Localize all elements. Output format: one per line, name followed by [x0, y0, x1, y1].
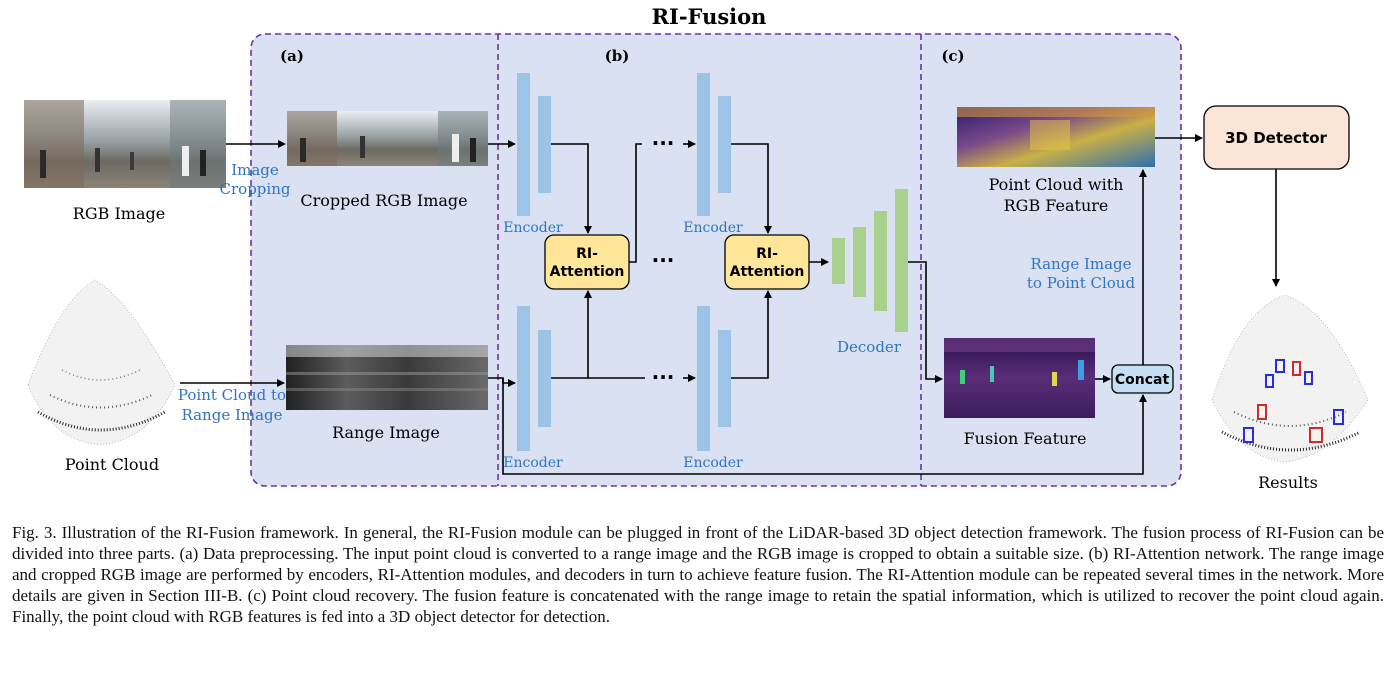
cropped-rgb-photo — [287, 111, 488, 166]
encoder-range-2-label: Encoder — [683, 455, 743, 471]
ri-attention-1-label-2: Attention — [550, 264, 625, 280]
encoder-range-1-label: Encoder — [503, 455, 563, 471]
point-cloud-label: Point Cloud — [65, 455, 159, 474]
ellipsis-middle: ··· — [652, 248, 675, 272]
rgb-feature-label-2: RGB Feature — [1004, 196, 1109, 215]
panel-label-a: (a) — [280, 47, 304, 65]
results-label: Results — [1258, 473, 1318, 492]
image-cropping-label-2: Cropping — [220, 180, 291, 198]
detector-label: 3D Detector — [1225, 129, 1327, 147]
encoder-rgb-1-label: Encoder — [503, 220, 563, 236]
ri-attention-block-1 — [544, 234, 630, 290]
decoder-bar-1 — [832, 238, 845, 284]
fusion-feature-label: Fusion Feature — [964, 429, 1087, 448]
ri-attention-2-label-2: Attention — [730, 264, 805, 280]
encoder-rgb-2-bar-a — [697, 73, 710, 216]
encoder-rgb-1-bar-a — [517, 73, 530, 216]
rgb-feature-picture — [957, 107, 1155, 167]
image-cropping-label-1: Image — [231, 161, 279, 179]
decoder-bar-3 — [874, 211, 887, 311]
figure-caption: Fig. 3. Illustration of the RI-Fusion fr… — [12, 523, 1384, 626]
diagram-title: RI-Fusion — [652, 4, 767, 29]
ri-attention-block-2 — [724, 234, 810, 290]
range-image-picture — [286, 345, 488, 410]
projection-label-2: Range Image — [181, 406, 282, 424]
encoder-range-1-bar-a — [517, 306, 530, 451]
decoder-bar-2 — [853, 227, 866, 297]
encoder-rgb-2-bar-b — [718, 96, 731, 193]
range-image-label: Range Image — [332, 423, 440, 442]
encoder-range-2-bar-b — [718, 330, 731, 427]
point-cloud-scan — [27, 279, 176, 446]
fusion-feature-picture — [944, 338, 1095, 418]
ellipsis-top: ··· — [652, 131, 675, 155]
results-point-cloud — [1211, 294, 1369, 463]
decoder-label: Decoder — [837, 338, 902, 356]
encoder-range-1-bar-b — [538, 330, 551, 427]
panel-label-b: (b) — [605, 47, 630, 65]
cropped-rgb-label: Cropped RGB Image — [300, 191, 467, 210]
projection-label-1: Point Cloud to — [178, 386, 286, 404]
encoder-rgb-1-bar-b — [538, 96, 551, 193]
ri-attention-1-label-1: RI- — [576, 246, 598, 262]
concat-label: Concat — [1115, 372, 1170, 388]
range-to-cloud-label-1: Range Image — [1030, 255, 1131, 273]
rgb-image-photo — [24, 100, 226, 188]
encoder-range-2-bar-a — [697, 306, 710, 451]
rgb-feature-label-1: Point Cloud with — [989, 175, 1124, 194]
panel-label-c: (c) — [941, 47, 964, 65]
ellipsis-bottom: ··· — [652, 365, 675, 389]
rgb-image-label: RGB Image — [73, 204, 165, 223]
decoder-bar-4 — [895, 189, 908, 332]
encoder-rgb-2-label: Encoder — [683, 220, 743, 236]
ri-attention-2-label-1: RI- — [756, 246, 778, 262]
ri-fusion-diagram: RI-Fusion (a) (b) (c) RGB Image Cropped … — [24, 4, 1369, 492]
range-to-cloud-label-2: to Point Cloud — [1027, 274, 1136, 292]
